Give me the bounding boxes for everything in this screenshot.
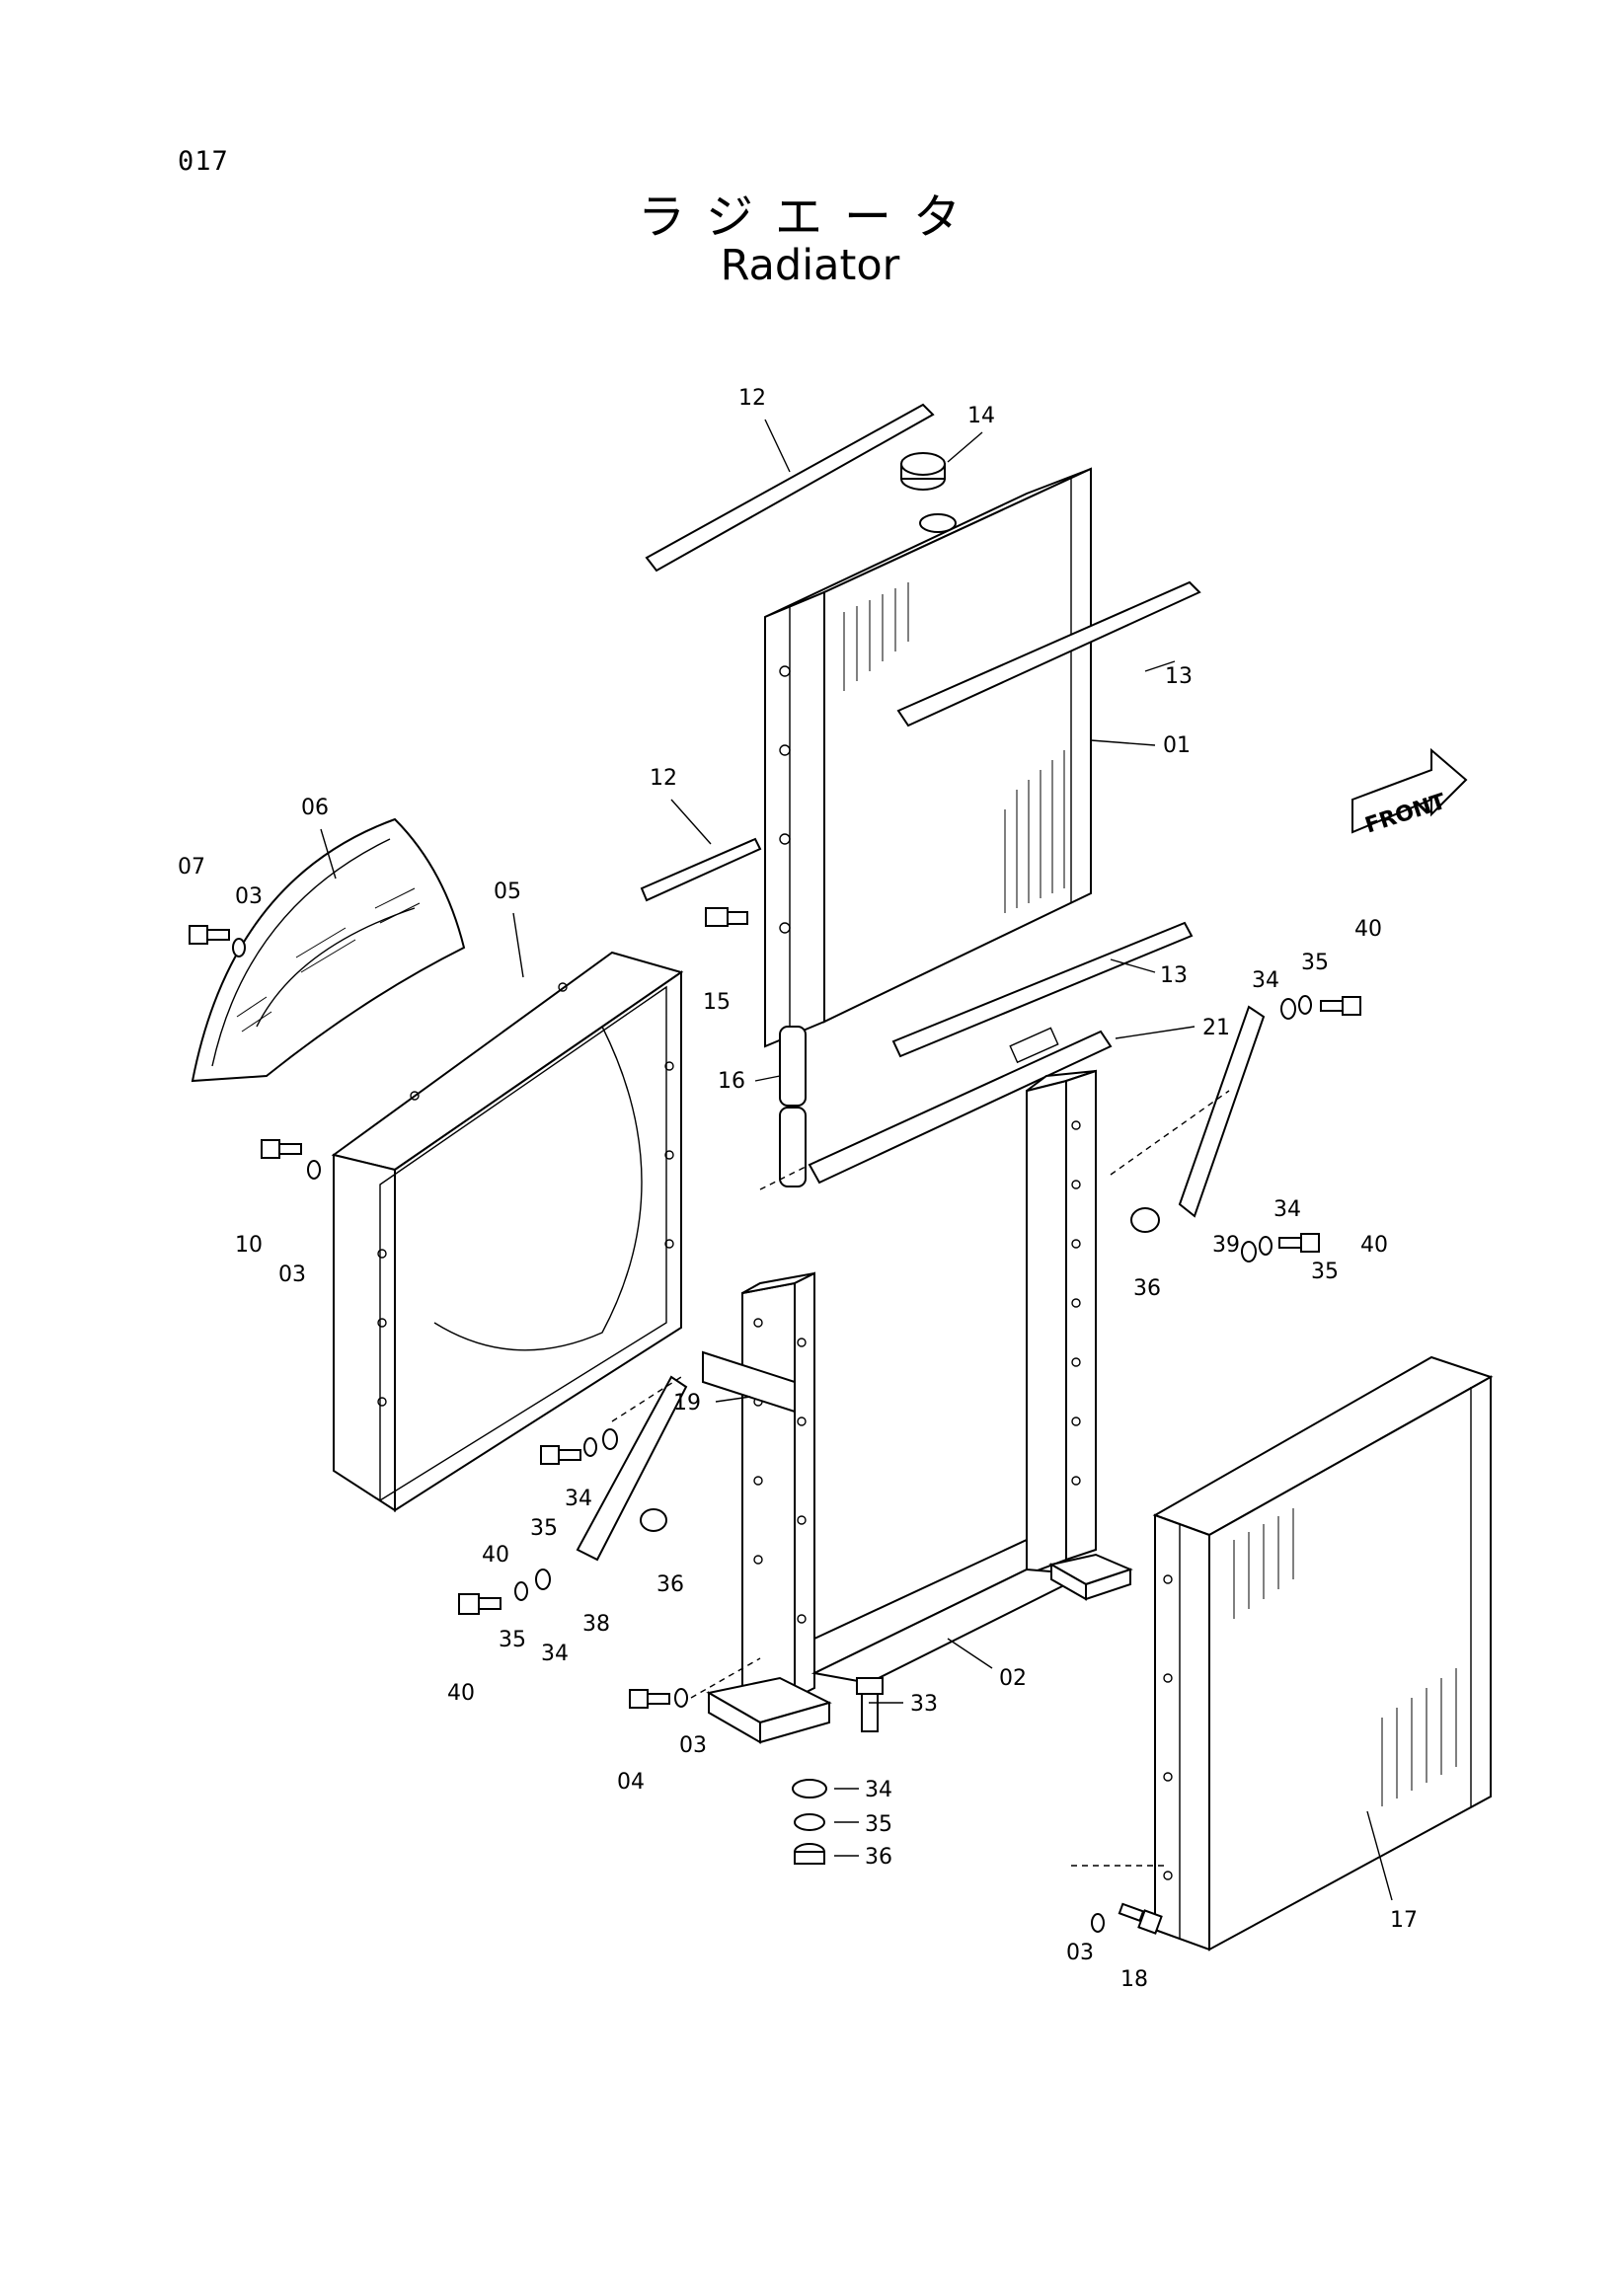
callout-14: 14 bbox=[967, 404, 995, 428]
callout-12-top: 12 bbox=[738, 386, 766, 411]
callout-39: 39 bbox=[1212, 1233, 1240, 1258]
radiator-core bbox=[764, 467, 1092, 1048]
seal-strip-left bbox=[640, 837, 762, 902]
callout-10: 10 bbox=[235, 1233, 263, 1258]
callout-numbers: 12 14 13 01 12 06 07 03 05 15 13 21 34 3… bbox=[178, 386, 1418, 1992]
cover-plate bbox=[808, 1030, 1113, 1185]
seal-strip-right-upper bbox=[896, 580, 1201, 727]
bolt-40-upper-right bbox=[1280, 995, 1361, 1020]
callout-40-lower-left: 40 bbox=[447, 1681, 475, 1706]
callout-34-bottom: 34 bbox=[865, 1778, 892, 1802]
bolt-40-left-upper bbox=[540, 1428, 618, 1465]
bolt-04 bbox=[629, 1688, 688, 1709]
callout-16: 16 bbox=[718, 1069, 745, 1094]
bolt-10 bbox=[261, 1139, 321, 1180]
stay-38 bbox=[576, 1375, 688, 1562]
callout-03-upper-left: 03 bbox=[235, 884, 263, 909]
callout-40-mid-left: 40 bbox=[482, 1543, 509, 1568]
stay-39 bbox=[1178, 1005, 1266, 1218]
fan-guard bbox=[191, 817, 466, 1083]
callout-04: 04 bbox=[617, 1770, 645, 1795]
oil-cooler bbox=[1152, 1355, 1494, 1952]
callout-19: 19 bbox=[673, 1391, 701, 1416]
callout-40-upper-right: 40 bbox=[1354, 917, 1382, 942]
callout-03-lower: 03 bbox=[679, 1733, 707, 1758]
bolt-07 bbox=[189, 925, 246, 957]
callout-34-upper-right: 34 bbox=[1252, 968, 1279, 993]
callout-03-mid-left: 03 bbox=[278, 1263, 306, 1287]
bolt-40-left-lower bbox=[458, 1569, 551, 1615]
callout-21: 21 bbox=[1202, 1016, 1230, 1040]
callout-13-upper: 13 bbox=[1165, 664, 1193, 689]
callout-06: 06 bbox=[301, 796, 329, 820]
callout-34-lower-left: 34 bbox=[541, 1642, 569, 1666]
spring-washer-35-bottom bbox=[794, 1813, 825, 1831]
drain-hose bbox=[779, 1026, 807, 1187]
bolt-18 bbox=[1091, 1902, 1163, 1935]
seal-strip-top bbox=[645, 403, 935, 573]
callout-35-bottom: 35 bbox=[865, 1812, 892, 1837]
callout-33: 33 bbox=[910, 1692, 938, 1717]
title-japanese: ラジエータ bbox=[637, 190, 983, 245]
seal-strip-right-lower bbox=[891, 921, 1194, 1058]
drain-cock bbox=[705, 907, 748, 927]
fan-shroud bbox=[331, 951, 684, 1512]
callout-35-upper-right: 35 bbox=[1301, 951, 1329, 975]
callout-36-right: 36 bbox=[1133, 1276, 1161, 1301]
callout-18: 18 bbox=[1120, 1967, 1148, 1992]
bolt-40-mid-right bbox=[1241, 1233, 1320, 1263]
callout-34-mid-right: 34 bbox=[1273, 1197, 1301, 1222]
callout-34-mid-left: 34 bbox=[565, 1487, 592, 1511]
callout-17: 17 bbox=[1390, 1908, 1418, 1933]
leader-lines bbox=[320, 419, 1393, 1901]
callout-38: 38 bbox=[582, 1612, 610, 1637]
callout-03-bottom-right: 03 bbox=[1066, 1941, 1094, 1965]
callout-15: 15 bbox=[703, 990, 731, 1015]
callout-05: 05 bbox=[494, 880, 521, 904]
callout-36-left: 36 bbox=[656, 1572, 684, 1597]
callout-36-bottom: 36 bbox=[865, 1845, 892, 1870]
callout-35-mid-right: 35 bbox=[1311, 1260, 1339, 1284]
callout-35-mid-left: 35 bbox=[530, 1516, 558, 1541]
bolt-33 bbox=[856, 1677, 884, 1732]
callout-12-left: 12 bbox=[650, 766, 677, 791]
callout-01: 01 bbox=[1163, 733, 1191, 758]
callout-35-lower-left: 35 bbox=[499, 1628, 526, 1652]
nut-36-bottom bbox=[794, 1843, 825, 1865]
front-arrow: FRONT bbox=[1351, 747, 1468, 839]
nut-36-right bbox=[1130, 1207, 1160, 1233]
radiator-cap bbox=[900, 452, 946, 491]
callout-13-lower: 13 bbox=[1160, 963, 1188, 988]
title-english: Radiator bbox=[720, 241, 900, 290]
callout-02: 02 bbox=[999, 1666, 1027, 1691]
callout-40-mid-right: 40 bbox=[1360, 1233, 1388, 1258]
nut-36-left bbox=[640, 1508, 667, 1532]
support-frame bbox=[702, 1069, 1133, 1744]
callout-07: 07 bbox=[178, 855, 205, 880]
page-number: 017 bbox=[178, 146, 229, 177]
washer-34-bottom bbox=[792, 1779, 827, 1799]
